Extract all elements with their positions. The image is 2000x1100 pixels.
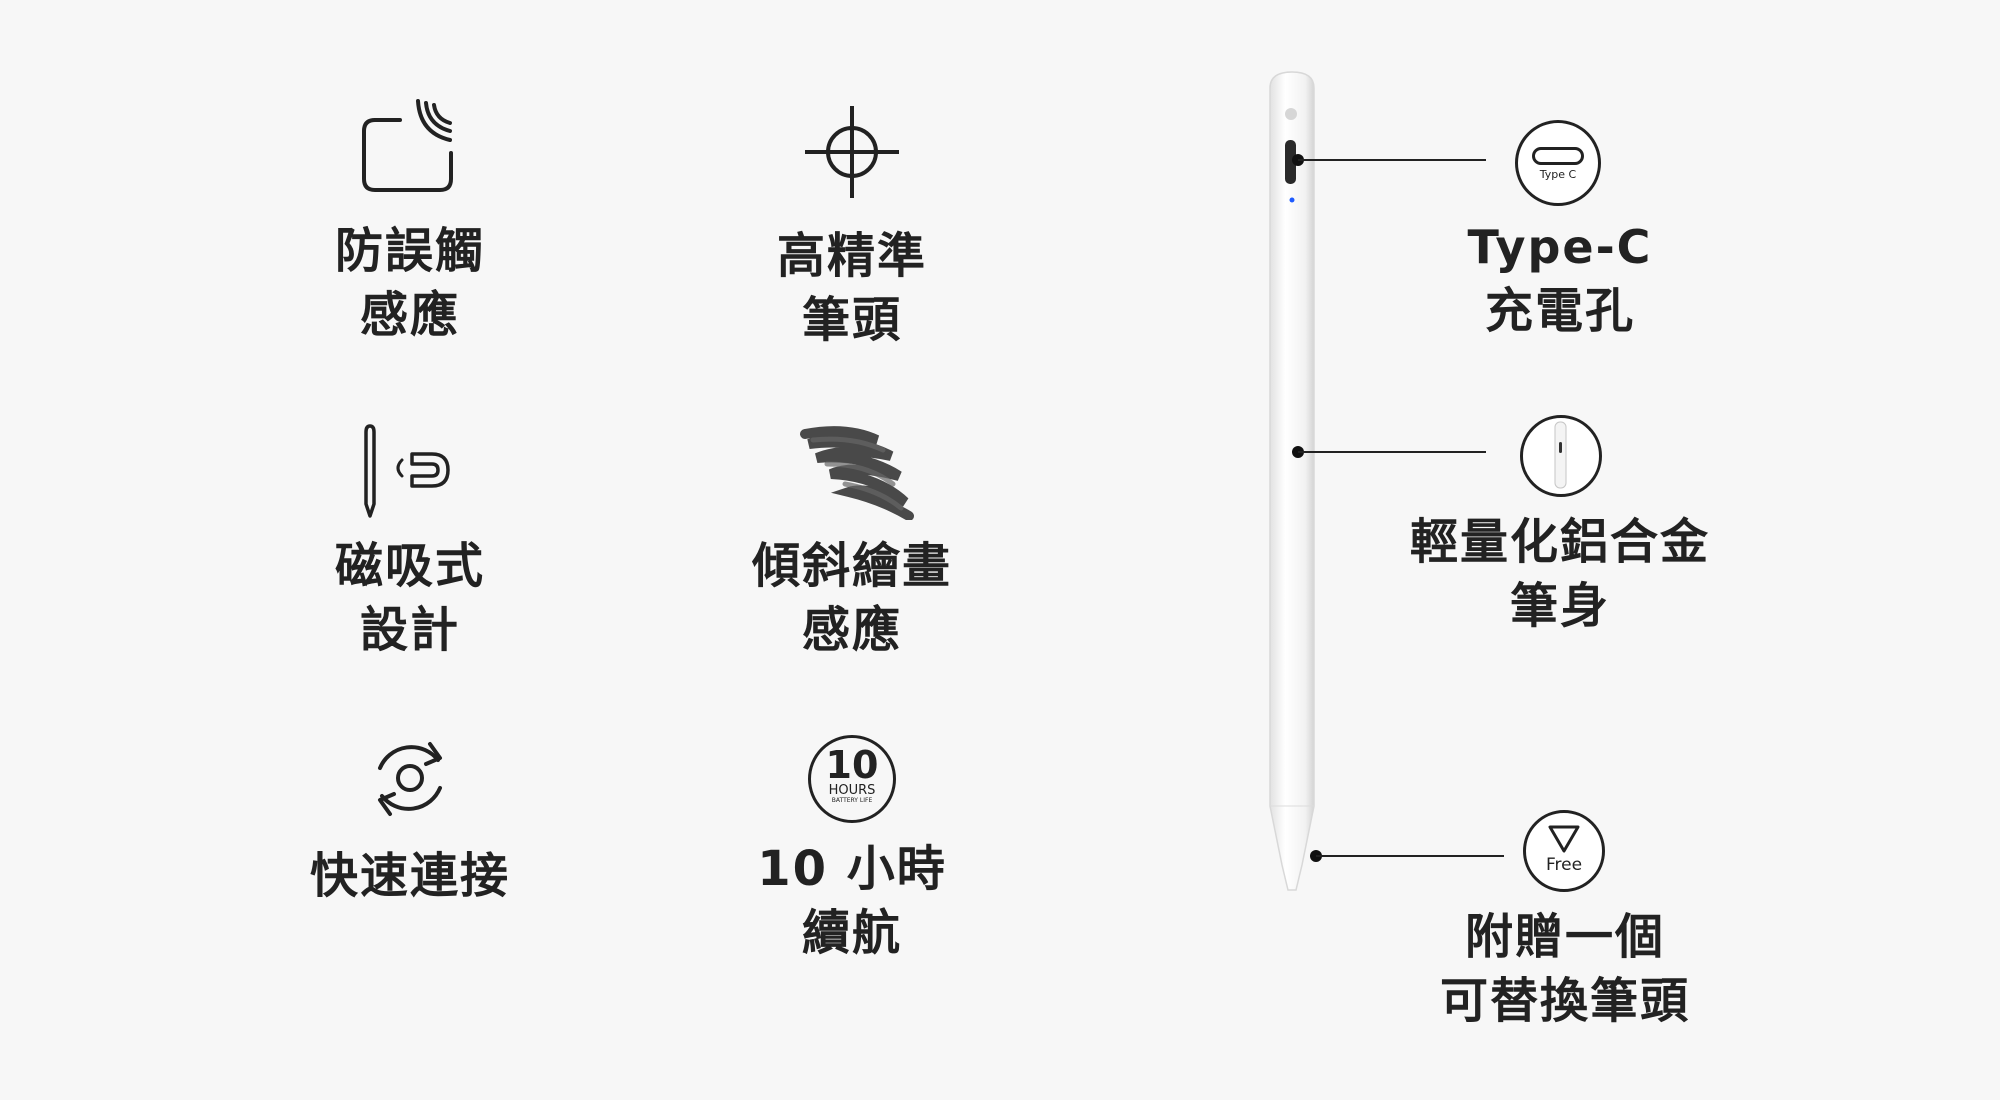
free-badge: Free [1545,855,1583,875]
stylus-pen [1269,71,1315,891]
feature-label: 快速連接 [309,848,510,904]
feature-label: 10 小時 續航 [757,841,947,961]
callout-lines [1292,154,1504,862]
callout-label-type-c: Type-C 充電孔 [1467,220,1653,339]
feature-battery-life: 10 HOURS BATTERY LIFE 10 小時 續航 [692,735,1012,965]
feature-precision-tip: 高精準 筆頭 [692,100,1012,352]
battery-badge-unit: HOURS [828,783,876,798]
sync-icon [378,742,442,816]
replacement-nib-icon: Free [1523,810,1605,892]
feature-palm-rejection: 防誤觸 感應 [250,95,570,347]
battery-badge-sub: BATTERY LIFE [831,797,873,804]
feature-magnetic: 磁吸式 設計 [250,420,570,662]
feature-tilt-drawing: 傾斜繪畫 感應 [692,420,1012,662]
battery-badge-number: 10 [825,743,879,787]
feature-label: 磁吸式 設計 [334,538,485,658]
led-indicator [1289,197,1295,203]
feature-label: 傾斜繪畫 感應 [751,538,952,658]
feature-quick-connect: 快速連接 [250,730,570,908]
feature-label: 高精準 筆頭 [776,228,927,348]
callout-label-replacement-nib: 附贈一個 可替換筆頭 [1439,909,1690,1029]
palm-rejection-icon [362,99,453,192]
feature-label: 防誤觸 感應 [334,223,485,343]
pen-body-icon [1520,415,1602,497]
magnet-icon [364,424,450,518]
callout-label-aluminum-body: 輕量化鋁合金 筆身 [1409,514,1710,634]
pen-logo [1285,108,1297,120]
tilt-brush-icon [800,426,914,520]
usb-c-port [1285,140,1296,184]
type-c-port-icon: Type C [1515,120,1601,206]
battery-10-hours-icon: 10 HOURS BATTERY LIFE [808,735,896,823]
crosshair-icon [805,106,899,198]
type-c-badge: Type C [1539,168,1577,181]
